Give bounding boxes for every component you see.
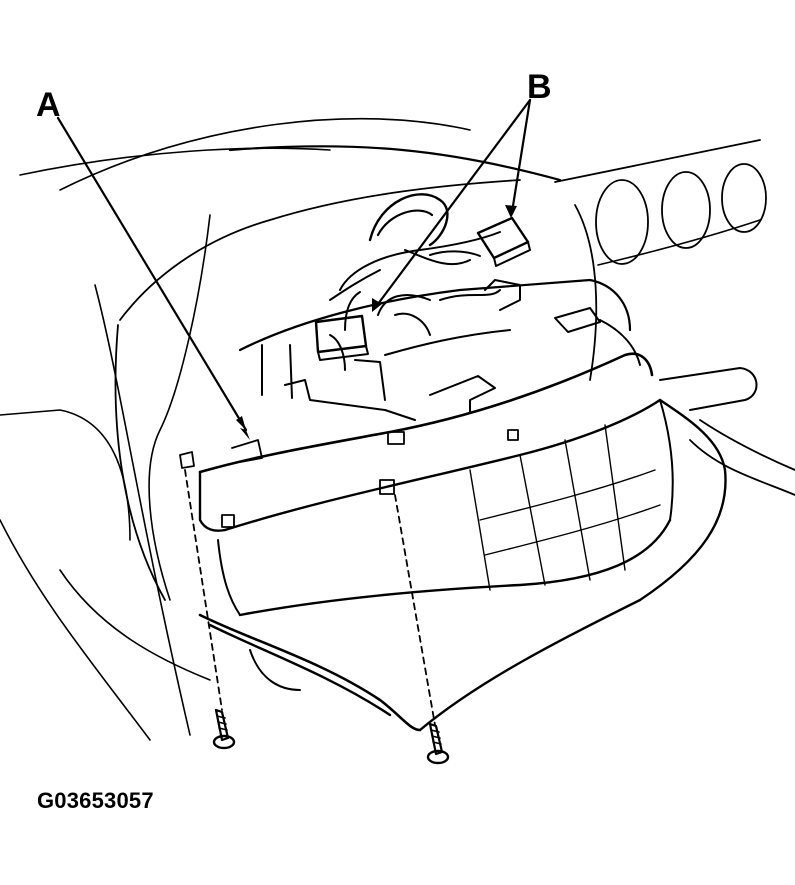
arrowhead-b-upper: [505, 205, 517, 218]
arrowhead-b-lower: [372, 298, 382, 312]
leader-line-b-upper: [510, 98, 532, 214]
screw-right: [426, 722, 450, 765]
figure-id: G03653057: [37, 788, 154, 813]
connector-upper: [476, 216, 531, 267]
leader-line-b-lower: [373, 98, 532, 310]
lower-trim-panel: [198, 398, 727, 732]
callout-label-a: A: [36, 86, 61, 124]
screw-alignment-lines: [184, 469, 436, 726]
arrowhead-a: [236, 416, 250, 440]
leader-line-a: [56, 116, 248, 432]
gauge-assembly-front: [179, 352, 674, 617]
screw-left: [212, 708, 236, 750]
leader-lines: [56, 98, 532, 440]
steering-column: [659, 367, 795, 496]
callout-label-b: B: [527, 68, 552, 106]
gauge-assembly-top: [238, 278, 641, 421]
wire-harness: [329, 193, 501, 331]
dashboard-vents: [595, 163, 767, 266]
